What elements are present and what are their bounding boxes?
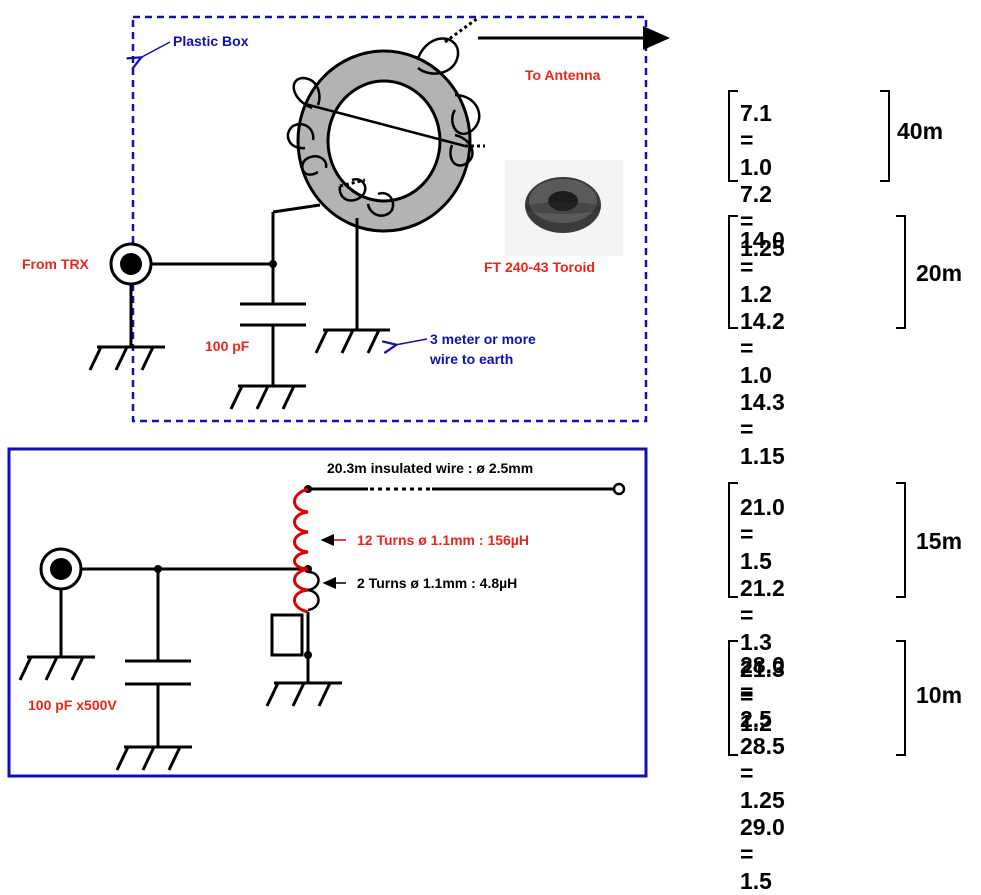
coil-main	[293, 487, 309, 571]
swr-row: 28.0 = 2.5	[740, 652, 785, 732]
swr-row: 21.2 = 1.3	[740, 575, 785, 655]
toroid-windings	[286, 37, 481, 217]
schematic-diagram: Plastic Box To Antenna From TRX FT 240-4…	[7, 15, 670, 778]
trx-connector	[109, 242, 153, 347]
band-label: 20m	[916, 260, 963, 286]
swr-row: 14.0 = 1.2	[740, 227, 785, 307]
wire-label: 20.3m insulated wire : ø 2.5mm	[327, 460, 533, 476]
to-antenna-label: To Antenna	[525, 67, 601, 83]
bottom-connector	[39, 547, 83, 657]
top-wiring	[146, 203, 359, 386]
toroid-label: FT 240-43 Toroid	[484, 259, 595, 275]
toroid-photo	[505, 160, 623, 256]
coil-tap	[293, 567, 309, 614]
plastic-box-label: Plastic Box	[173, 33, 249, 49]
capacitor-top	[240, 302, 306, 327]
earth-wire-label-line1: 3 meter or more	[430, 331, 536, 347]
band-label: 10m	[916, 682, 963, 708]
bottom-circuit-box	[7, 447, 648, 778]
band-label: 15m	[916, 528, 963, 554]
capacitor-bottom	[125, 659, 191, 686]
swr-row: 14.3 = 1.15	[740, 389, 785, 469]
swr-row: 28.5 = 1.25	[740, 733, 785, 813]
swr-row: 21.0 = 1.5	[740, 494, 785, 574]
toroid-core	[296, 49, 472, 233]
ground-symbols-top	[88, 328, 390, 410]
bottom-wiring	[81, 487, 615, 747]
swr-row: 21.3 = 1.2	[740, 656, 785, 736]
main-coil-label: 12 Turns ø 1.1mm : 156µH	[357, 532, 529, 548]
earth-wire-label-line2: wire to earth	[429, 351, 513, 367]
swr-row: 7.1 = 1.0	[740, 100, 772, 180]
ground-symbols-bottom	[18, 655, 342, 771]
from-trx-label: From TRX	[22, 256, 90, 272]
plastic-box	[131, 15, 648, 423]
tap-coil-label: 2 Turns ø 1.1mm : 4.8µH	[357, 575, 517, 591]
capacitor-top-label: 100 pF	[205, 338, 250, 354]
swr-row: 7.2 = 1.25	[740, 181, 785, 261]
swr-row: 29.0 = 1.5	[740, 814, 785, 894]
band-label: 40m	[897, 118, 944, 144]
swr-row: 14.2 = 1.0	[740, 308, 785, 388]
capacitor-bottom-label: 100 pF x500V	[28, 697, 117, 713]
